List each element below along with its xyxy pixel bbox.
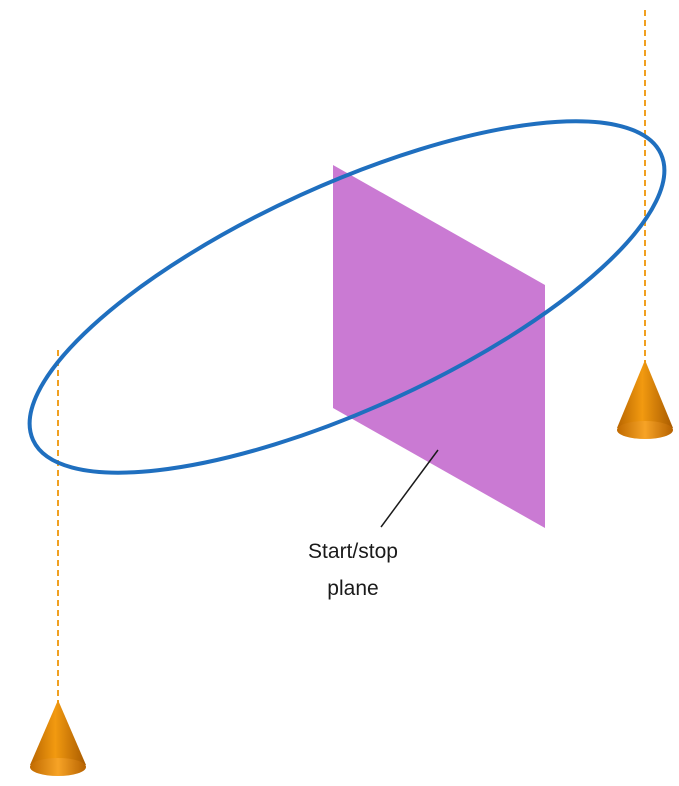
beacon-right xyxy=(617,360,673,439)
label-leader-line xyxy=(380,449,439,528)
beacon-left-base xyxy=(30,758,86,776)
beacon-right-cone xyxy=(617,360,673,428)
orbit-ellipse xyxy=(27,119,667,475)
beacon-left xyxy=(30,700,86,776)
plane-label-line2: plane xyxy=(327,577,378,600)
start-stop-plane xyxy=(333,165,545,528)
beacon-right-base xyxy=(617,421,673,439)
plane-label-line1: Start/stop xyxy=(308,540,398,563)
beacon-left-cone xyxy=(30,700,86,765)
